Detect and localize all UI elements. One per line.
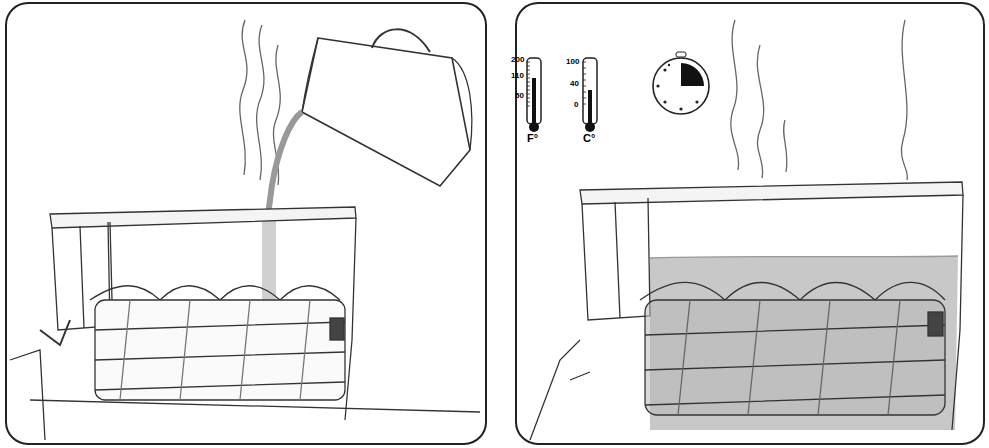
scale-number: 110: [511, 72, 524, 80]
scale-number: 0: [574, 101, 578, 109]
machine-left: [10, 20, 480, 440]
scale-number: 50: [515, 92, 524, 100]
scale-number: 100: [566, 58, 579, 66]
scale-number: 40: [570, 80, 579, 88]
machine-right: [530, 20, 963, 440]
thermometer-c: [583, 58, 597, 132]
unit-label: F°: [527, 133, 538, 144]
thermometer-f: [527, 58, 541, 132]
scale-number: 200: [511, 56, 524, 64]
unit-label: C°: [583, 133, 595, 144]
timer-symbol: [653, 52, 709, 114]
panel: [516, 3, 984, 444]
panel: [6, 3, 486, 444]
